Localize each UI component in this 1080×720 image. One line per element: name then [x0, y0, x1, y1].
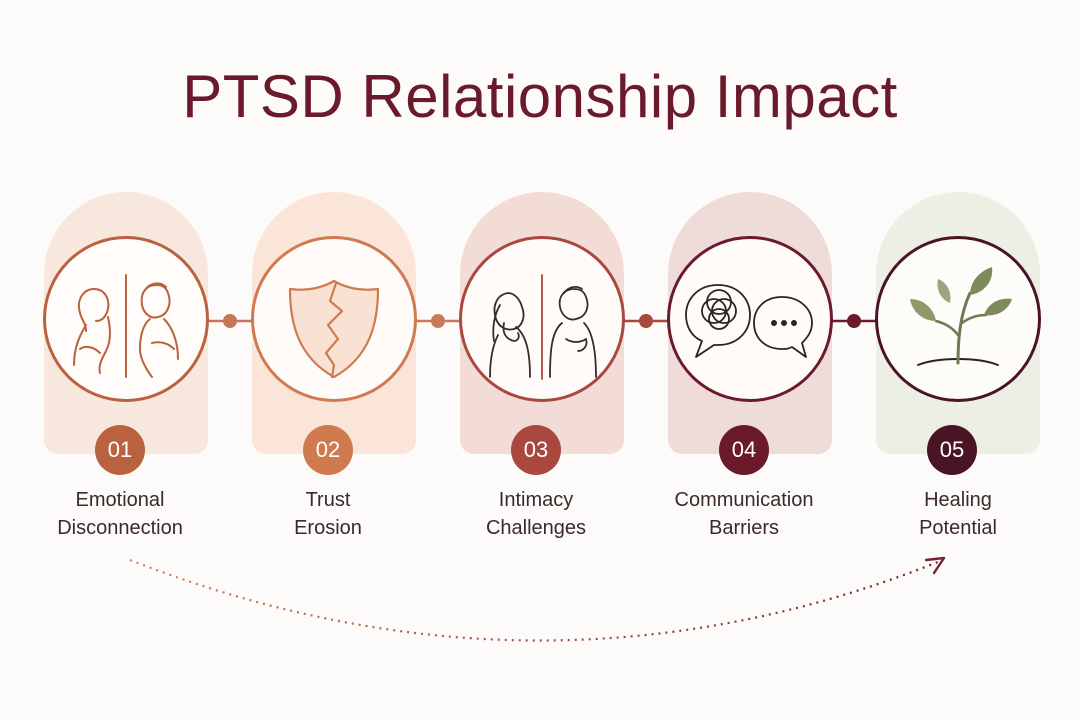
step-4-circle	[667, 236, 833, 402]
step-2-number-badge: 02	[303, 425, 353, 475]
progress-arrow	[129, 558, 939, 642]
step-2-label-line1: Trust	[305, 489, 351, 511]
step-3-circle	[459, 236, 625, 402]
step-2-circle	[251, 236, 417, 402]
separated-couple-icon	[73, 274, 179, 378]
step-2-label: Trust Erosion	[233, 486, 423, 542]
step-2-label-line2: Erosion	[294, 517, 362, 539]
step-5-number-badge: 05	[927, 425, 977, 475]
step-4-label-line2: Barriers	[708, 517, 779, 539]
arrow-head-icon	[924, 556, 946, 575]
page-title: PTSD Relationship Impact	[182, 63, 898, 130]
step-5-circle	[875, 236, 1041, 402]
step-1-number-badge: 01	[95, 425, 145, 475]
step-5-label-line1: Healing	[924, 489, 992, 511]
step-4-label-line1: Communication	[674, 489, 814, 511]
step-1-label: Emotional Disconnection	[25, 486, 215, 542]
connector-dot-3	[639, 314, 653, 328]
connector-dot-4	[847, 314, 861, 328]
cracked-shield-icon	[288, 279, 380, 379]
sprout-icon	[910, 267, 1012, 366]
connector-dot-1	[223, 314, 237, 328]
step-3-number-badge: 03	[511, 425, 561, 475]
connector-dot-2	[431, 314, 445, 328]
step-3-label-line1: Intimacy	[498, 489, 574, 511]
step-5-label-line2: Potential	[919, 517, 997, 539]
step-4-label: Communication Barriers	[649, 486, 839, 542]
step-1-label-line2: Disconnection	[57, 517, 183, 539]
step-5-label: Healing Potential	[863, 486, 1053, 542]
step-3-label-line2: Challenges	[485, 517, 587, 539]
step-3-label: Intimacy Challenges	[441, 486, 631, 542]
speech-bubbles-icon	[685, 284, 813, 358]
step-4-number-badge: 04	[719, 425, 769, 475]
step-1-label-line1: Emotional	[75, 489, 165, 511]
turned-away-couple-icon	[489, 274, 597, 380]
step-1-circle	[43, 236, 209, 402]
